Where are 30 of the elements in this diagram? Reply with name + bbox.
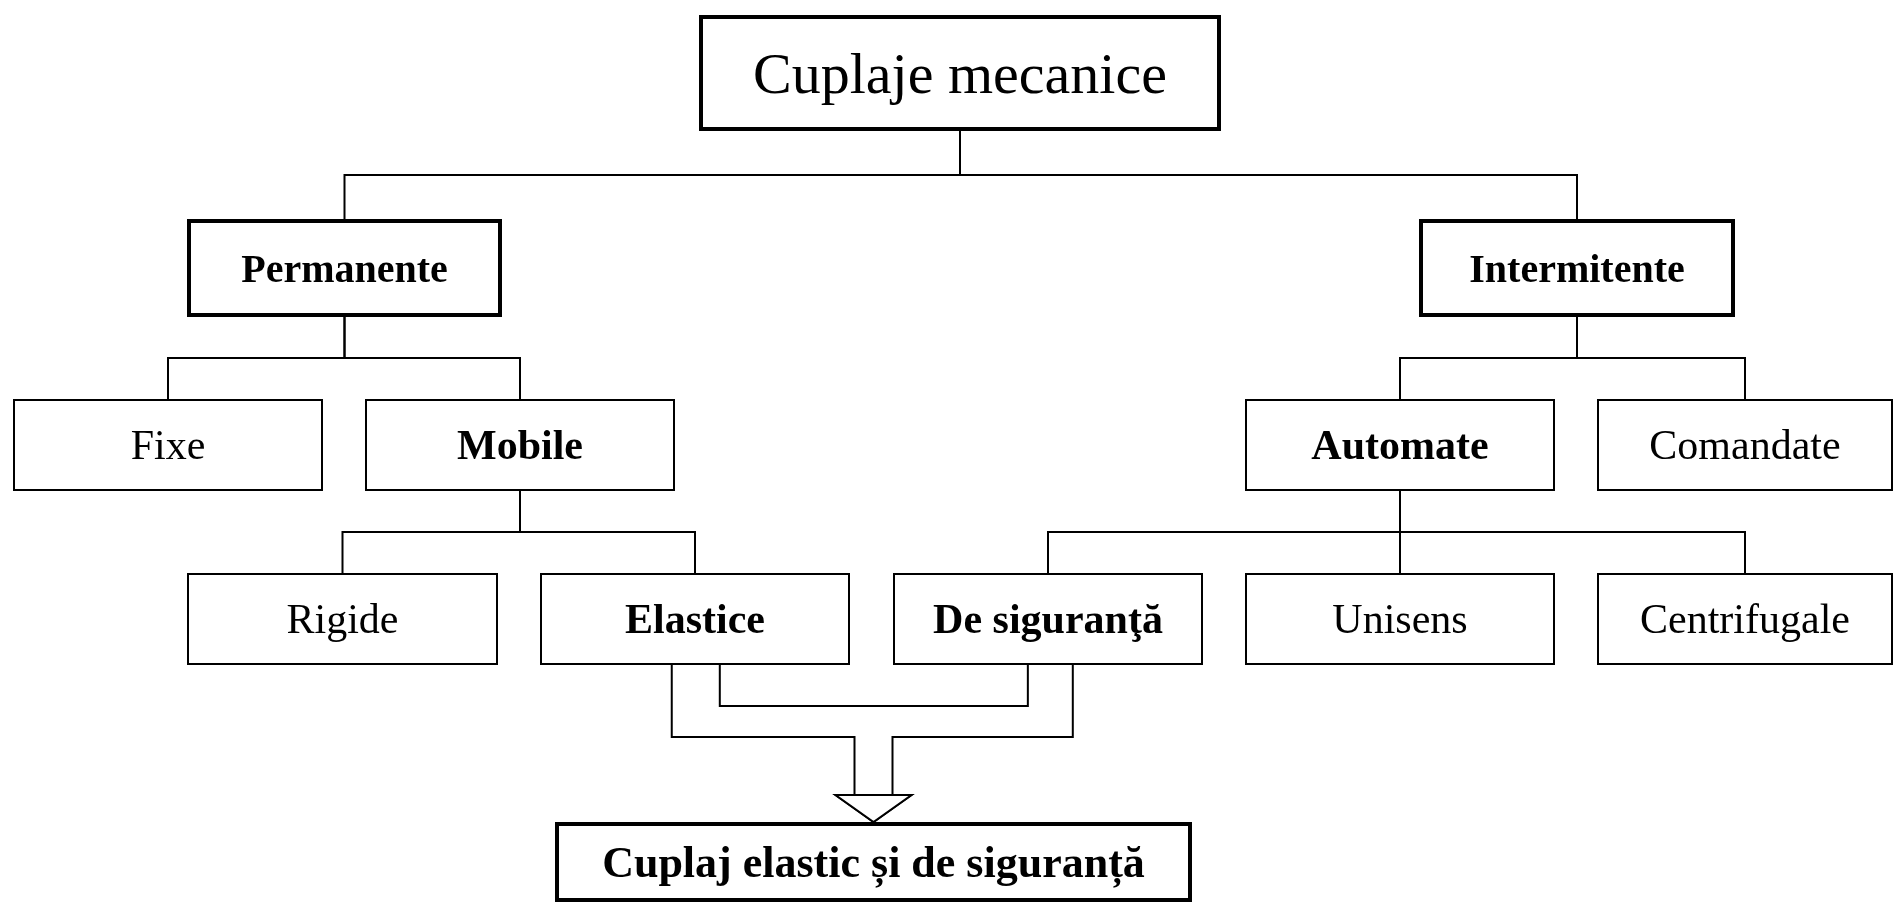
category-label: Centrifugale [1640, 595, 1850, 643]
category-label: Elastice [625, 595, 765, 643]
category-label: Permanente [241, 244, 448, 292]
category-box [555, 822, 1192, 902]
connector-line [718, 664, 1029, 707]
category-label: Unisens [1332, 595, 1468, 643]
category-label: Fixe [130, 421, 206, 469]
connector-line [343, 316, 521, 400]
category-label: Intermitente [1469, 244, 1685, 292]
category-box [1245, 573, 1555, 665]
category-box [1597, 573, 1893, 665]
hollow-arrow [834, 664, 1074, 823]
connector-line [1576, 316, 1746, 400]
category-label: Comandate [1649, 421, 1841, 469]
category-box [1419, 219, 1735, 317]
category-label: Cuplaj elastic și de siguranță [602, 836, 1145, 888]
category-label: De siguranţă [933, 595, 1163, 643]
category-box [365, 399, 675, 491]
category-label: Mobile [457, 421, 583, 469]
category-box [1597, 399, 1893, 491]
category-box [13, 399, 323, 491]
category-box [540, 573, 850, 665]
category-box [1245, 399, 1555, 491]
category-box [187, 573, 498, 665]
category-label: Rigide [286, 595, 399, 643]
category-label: Cuplaje mecanice [753, 39, 1167, 107]
category-box [699, 15, 1221, 131]
category-box [187, 219, 502, 317]
category-box [893, 573, 1203, 665]
category-label: Automate [1311, 421, 1489, 469]
